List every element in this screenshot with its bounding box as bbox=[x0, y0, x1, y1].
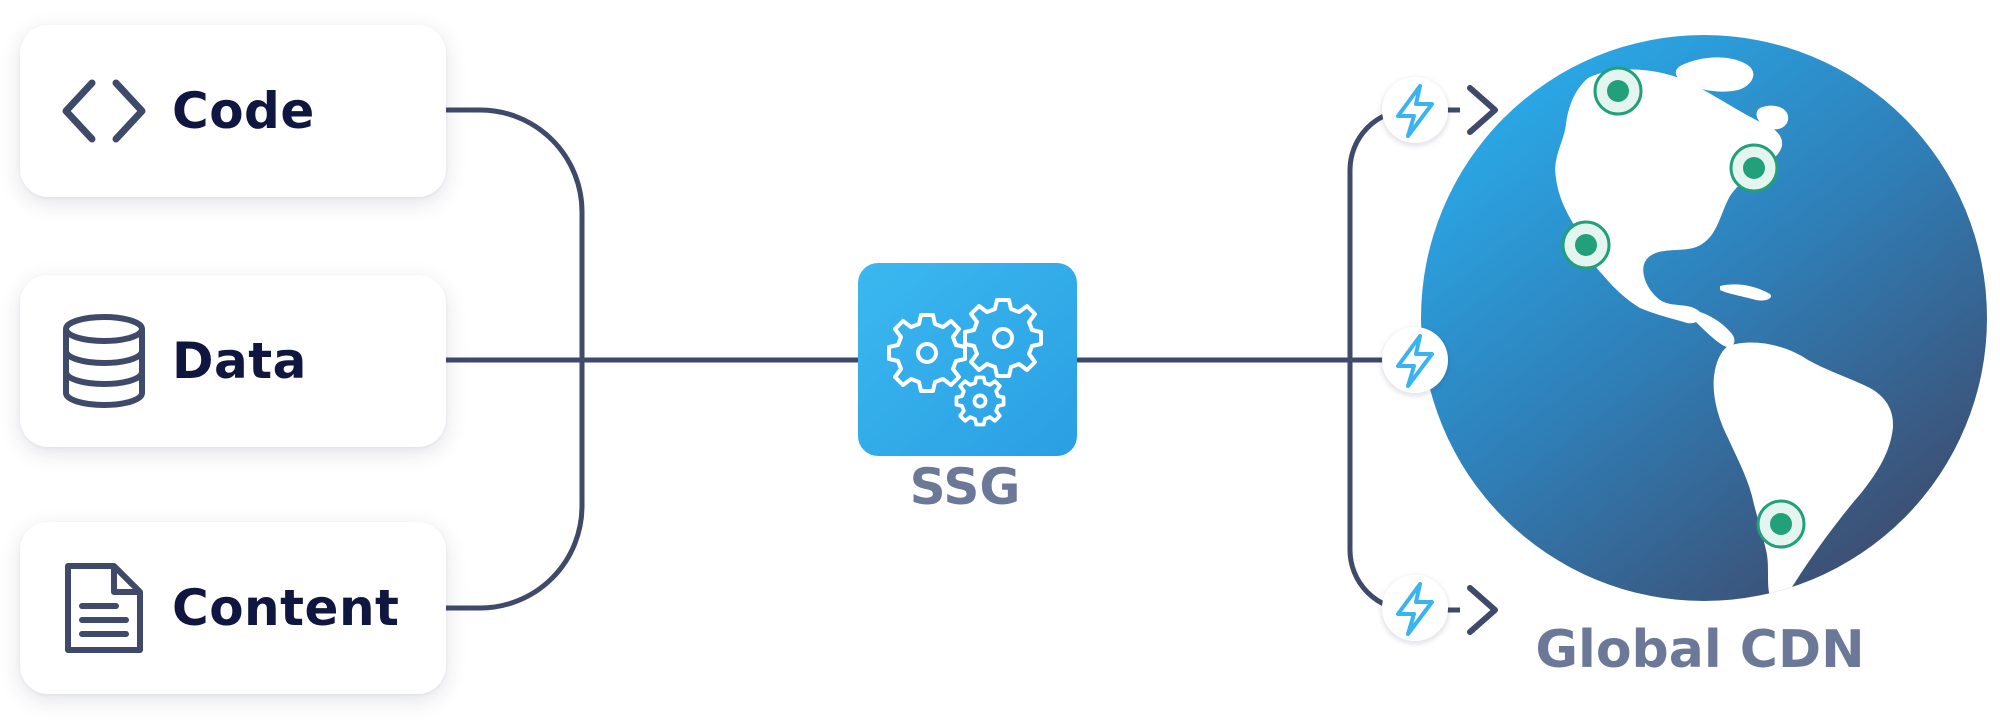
database-icon bbox=[63, 314, 145, 408]
source-card-data: Data bbox=[20, 275, 446, 447]
source-card-code: Code bbox=[20, 25, 446, 197]
arrow-head-top bbox=[1467, 85, 1498, 135]
arrow-head-middle bbox=[1467, 335, 1498, 385]
source-label-content: Content bbox=[172, 579, 400, 637]
source-card-content: Content bbox=[20, 522, 446, 694]
arrow-head-bottom bbox=[1467, 585, 1498, 635]
code-brackets-icon bbox=[62, 79, 146, 143]
source-label-code: Code bbox=[172, 82, 315, 140]
source-label-data: Data bbox=[172, 332, 307, 390]
cdn-label: Global CDN bbox=[1535, 620, 1865, 680]
document-icon bbox=[65, 563, 143, 653]
ssg-label: SSG bbox=[909, 458, 1021, 516]
